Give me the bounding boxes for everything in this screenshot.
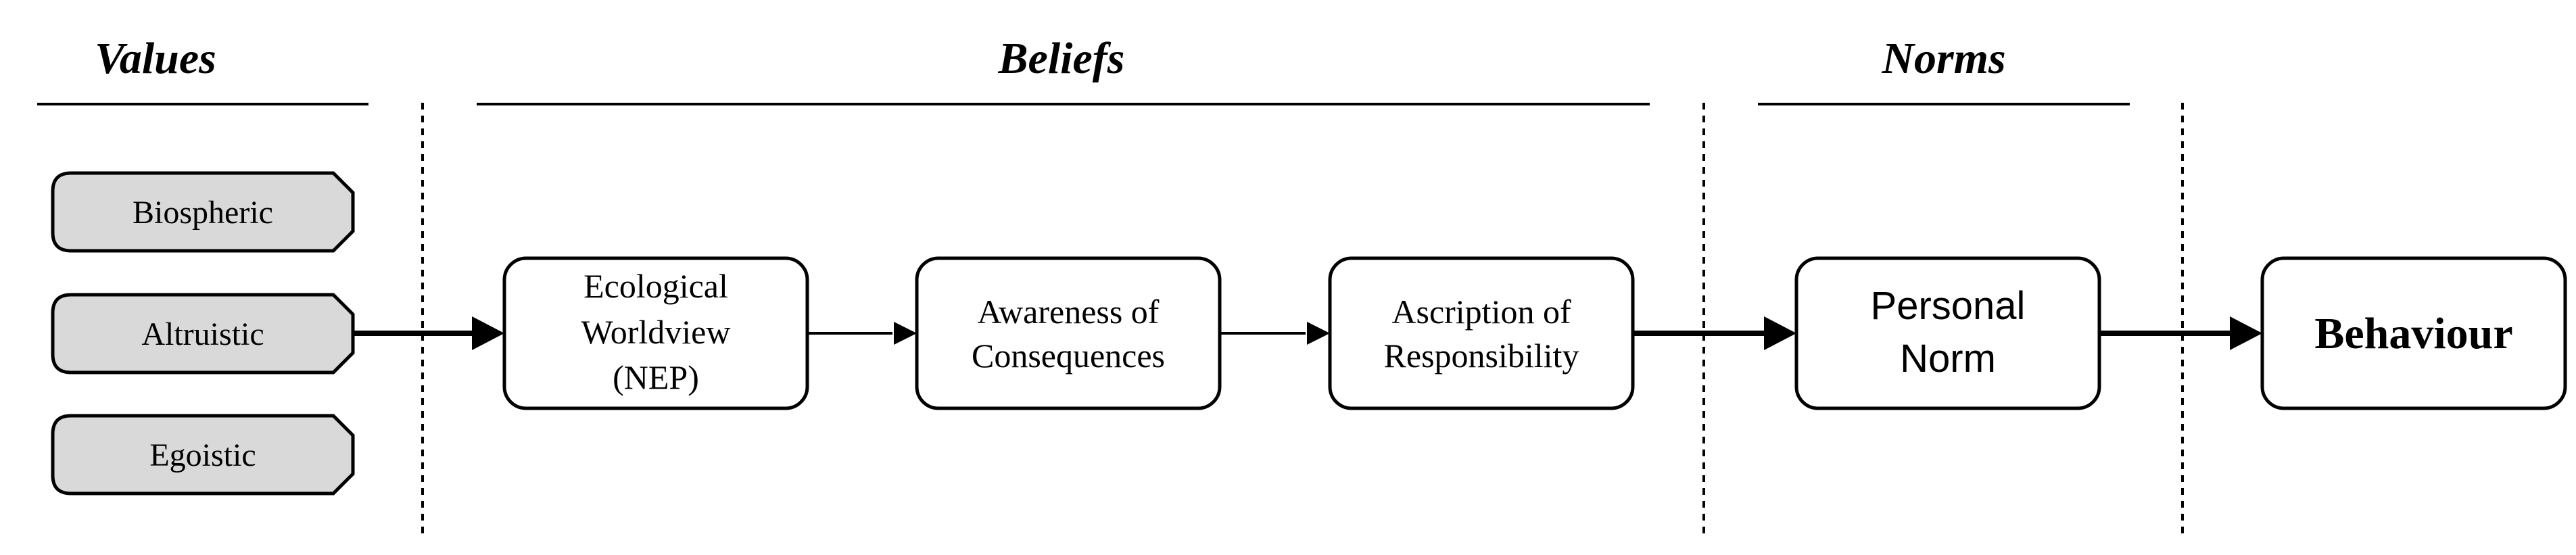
awareness-line-1: Awareness of <box>978 293 1160 331</box>
awareness-line-2: Consequences <box>972 337 1165 375</box>
arrow-norm-to-behaviour <box>2099 316 2262 350</box>
behaviour-label: Behaviour <box>2314 309 2512 358</box>
arrow-awareness-to-ascription <box>1220 322 1330 345</box>
value-biospheric: Biospheric <box>51 171 355 253</box>
box-behaviour: Behaviour <box>2260 256 2567 410</box>
personal-norm-line-2: Norm <box>1900 337 1996 381</box>
section-title-values: Values <box>95 34 216 83</box>
value-egoistic: Egoistic <box>51 414 355 496</box>
section-title-norms: Norms <box>1881 34 2005 83</box>
value-altruistic-label: Altruistic <box>141 316 264 352</box>
ecological-line-3: (NEP) <box>613 358 699 396</box>
box-ecological-worldview: Ecological Worldview (NEP) <box>502 256 809 410</box>
ascription-line-2: Responsibility <box>1384 337 1579 375</box>
section-title-beliefs: Beliefs <box>998 34 1125 83</box>
value-egoistic-label: Egoistic <box>149 437 256 473</box>
ascription-line-1: Ascription of <box>1391 293 1571 331</box>
value-altruistic: Altruistic <box>51 293 355 375</box>
arrow-ascription-to-norm <box>1633 316 1796 350</box>
ecological-line-1: Ecological <box>583 267 728 305</box>
arrow-nep-to-awareness <box>807 322 917 345</box>
box-ascription-of-responsibility: Ascription of Responsibility <box>1328 256 1635 410</box>
box-personal-norm: Personal Norm <box>1794 256 2101 410</box>
ecological-line-2: Worldview <box>581 313 731 351</box>
personal-norm-line-1: Personal <box>1871 284 2026 328</box>
value-biospheric-label: Biospheric <box>133 195 273 231</box>
arrow-values-to-nep <box>353 316 504 350</box>
box-awareness-of-consequences: Awareness of Consequences <box>915 256 1222 410</box>
